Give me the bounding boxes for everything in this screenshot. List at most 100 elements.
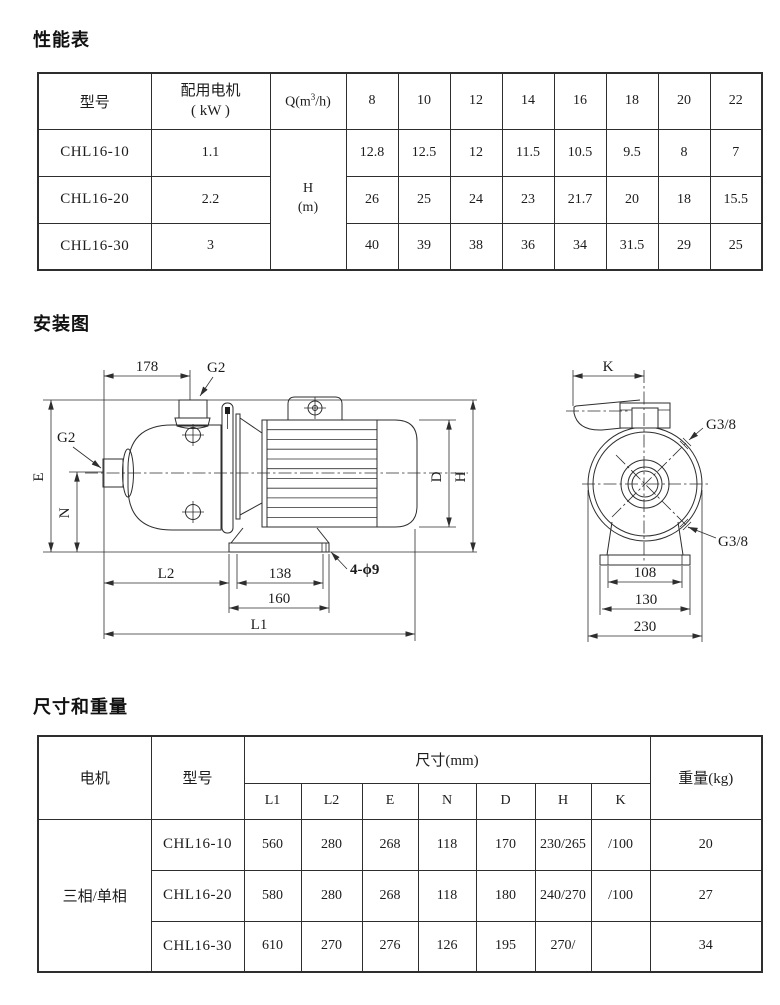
cell-head: 20 — [605, 175, 659, 224]
cell-head: 12 — [449, 128, 503, 177]
header-dim: L2 — [300, 782, 363, 820]
cell-head: 23 — [501, 175, 555, 224]
cell-dim: 560 — [243, 818, 302, 871]
cell-head: 29 — [657, 222, 711, 271]
header-flow-value: 14 — [501, 72, 555, 130]
dim-k-label: K — [603, 359, 614, 375]
dim-d-label: D — [429, 471, 445, 482]
pump-body — [127, 424, 222, 531]
cell-head: 21.7 — [553, 175, 607, 224]
dim-178-label: 178 — [136, 359, 159, 375]
body-bolt-icon — [182, 424, 204, 446]
front-top-port-leader — [688, 427, 704, 441]
cell-dim: 276 — [361, 920, 419, 973]
dim-e-label: E — [31, 472, 47, 481]
cell-dim: 195 — [475, 920, 536, 973]
tie-rod-nut — [225, 407, 230, 414]
cell-dim: 230/265 — [534, 818, 592, 871]
dim-n-label: N — [57, 507, 73, 518]
cell-dim: 268 — [361, 869, 419, 922]
front-snout — [573, 399, 641, 431]
bolt-note-leader — [330, 551, 348, 570]
table-row: 三相/单相 CHL16-10 560 280 268 118 170 230/2… — [37, 818, 763, 973]
tie-rod — [221, 402, 234, 534]
front-view: K G3/8 G3/8 108 130 230 — [566, 359, 748, 642]
dimensions-section-title: 尺寸和重量 — [33, 697, 128, 717]
cell-dim — [590, 920, 651, 973]
header-motor-line1: 配用电机 — [180, 83, 241, 99]
table-header-row: 电机 型号 尺寸(mm) 重量(kg) — [37, 735, 763, 820]
dim-138-label: 138 — [269, 566, 292, 582]
cell-head: 25 — [709, 222, 763, 271]
cell-head: 9.5 — [605, 128, 659, 177]
front-extension-lines — [587, 490, 703, 642]
cell-dim: 280 — [300, 818, 363, 871]
lantern-bracket — [239, 417, 263, 516]
bottom-extension-lines — [228, 529, 416, 641]
header-flow-value: 18 — [605, 72, 659, 130]
cell-head: 11.5 — [501, 128, 555, 177]
lifting-eye-icon — [304, 397, 326, 419]
motor-end-cap — [377, 419, 418, 528]
cell-head: 40 — [345, 222, 399, 271]
suction-flange — [122, 448, 134, 498]
cell-weight: 34 — [649, 920, 763, 973]
cell-model: CHL16-30 — [37, 222, 152, 271]
header-dim: K — [590, 782, 651, 820]
header-flow: Q(m3/h) — [269, 72, 347, 130]
cell-head-label: H (m) — [269, 128, 347, 271]
front-top-port-label: G3/8 — [706, 417, 736, 433]
installation-diagram: E N 178 G2 G2 D H L2 138 160 L1 4-ϕ9 — [31, 359, 748, 642]
cell-dim: 280 — [300, 869, 363, 922]
bolt-note-label: 4-ϕ9 — [350, 562, 379, 578]
cell-model: CHL16-30 — [150, 920, 245, 973]
cell-head: 36 — [501, 222, 555, 271]
header-dim: D — [475, 782, 536, 820]
cell-head: 8 — [657, 128, 711, 177]
dim-160-label: 160 — [268, 591, 291, 607]
dim-l2-label: L2 — [158, 566, 175, 582]
dim-h-label: H — [453, 471, 469, 482]
header-flow-value: 12 — [449, 72, 503, 130]
diagonal-centerlines — [611, 441, 690, 529]
discharge-flange — [174, 417, 211, 429]
header-dim: E — [361, 782, 419, 820]
cell-model: CHL16-10 — [150, 818, 245, 871]
top-port-boss — [679, 437, 692, 450]
left-port-leader — [72, 446, 102, 469]
header-flow-value: 20 — [657, 72, 711, 130]
dim-108-label: 108 — [634, 565, 657, 581]
base-support — [230, 527, 330, 544]
cell-dim: 118 — [417, 818, 477, 871]
cell-model: CHL16-10 — [37, 128, 152, 177]
cell-dim: 580 — [243, 869, 302, 922]
cell-weight: 20 — [649, 818, 763, 871]
cell-dim: 170 — [475, 818, 536, 871]
header-dim: N — [417, 782, 477, 820]
cell-dim: 126 — [417, 920, 477, 973]
cell-head: 12.8 — [345, 128, 399, 177]
table-row: CHL16-10 1.1 H (m) 12.8 12.5 12 11.5 10.… — [37, 128, 763, 271]
cell-head: 15.5 — [709, 175, 763, 224]
header-flow-value: 16 — [553, 72, 607, 130]
cell-power: 3 — [150, 222, 271, 271]
cell-dim: 268 — [361, 818, 419, 871]
header-weight: 重量(kg) — [649, 735, 763, 820]
header-flow-value: 10 — [397, 72, 451, 130]
top-port-label: G2 — [207, 360, 225, 376]
cell-dim: 240/270 — [534, 869, 592, 922]
header-motor-power: 配用电机 ( kW ) — [150, 72, 271, 130]
left-port-label: G2 — [57, 430, 75, 446]
table-row: CHL16-20 2.2 26 25 24 23 21.7 20 18 15.5 — [37, 175, 763, 224]
cell-dim: 180 — [475, 869, 536, 922]
foot-bolt — [321, 543, 327, 552]
cell-head: 7 — [709, 128, 763, 177]
cell-head: 39 — [397, 222, 451, 271]
dimensions-table: 电机 型号 尺寸(mm) 重量(kg) L1 L2 E N D H K 三相/单… — [37, 735, 764, 973]
header-model: 型号 — [150, 735, 245, 820]
header-dims-group: 尺寸(mm) — [243, 735, 651, 784]
motor-fins — [267, 429, 377, 518]
motor-flange — [261, 419, 268, 528]
cell-head: 34 — [553, 222, 607, 271]
